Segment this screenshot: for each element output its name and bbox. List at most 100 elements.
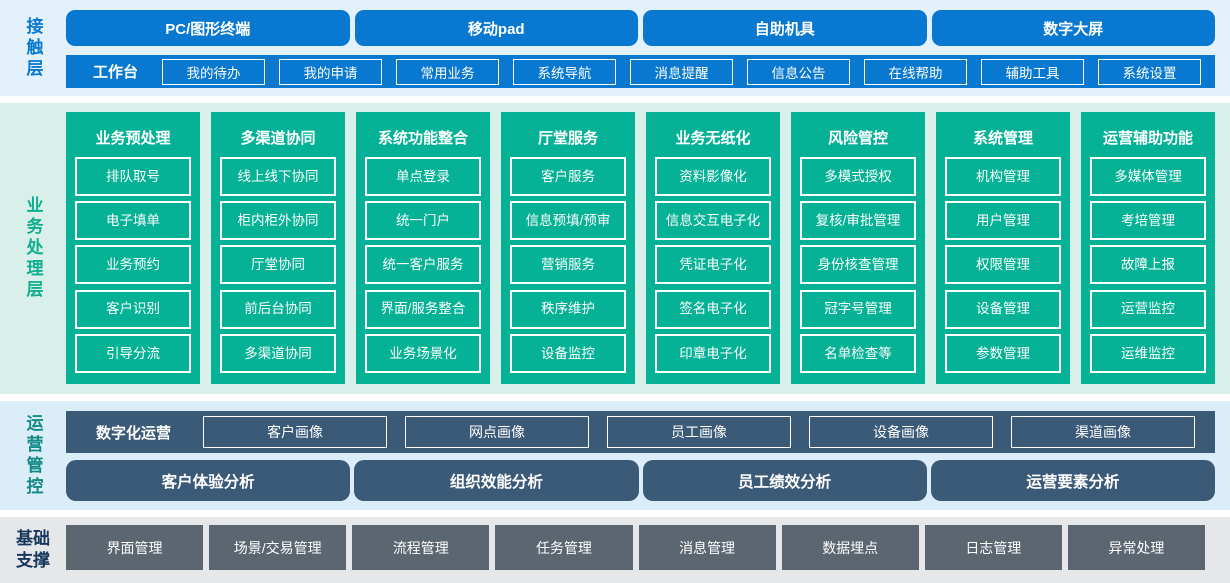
module-box: 印章电子化 (655, 333, 771, 373)
terminal-row: PC/图形终端 移动pad 自助机具 数字大屏 (66, 10, 1215, 46)
business-column-items: 线上线下协同柜内柜外协同厅堂协同前后台协同多渠道协同 (211, 150, 345, 384)
module-box: 营销服务 (510, 245, 626, 285)
business-column-title: 运营辅助功能 (1102, 130, 1193, 147)
foundation-box: 异常处理 (1067, 525, 1205, 570)
operations-layer-section: 运营管控 数字化运营 客户画像 网点画像 员工画像 设备画像 渠道画像 (0, 401, 1230, 510)
digital-operations-bar: 数字化运营 客户画像 网点画像 员工画像 设备画像 渠道画像 (66, 411, 1215, 453)
module-box: 多模式授权 (800, 157, 916, 197)
module-box: 设备监控 (510, 333, 626, 373)
module-box: 资料影像化 (655, 157, 771, 197)
module-box: 多媒体管理 (1090, 157, 1206, 197)
module-box: 秩序维护 (510, 289, 626, 329)
module-box: 柜内柜外协同 (220, 201, 336, 241)
portrait-box: 客户画像 (203, 416, 388, 448)
terminal-button: PC/图形终端 (66, 10, 350, 46)
module-box: 引导分流 (75, 333, 191, 373)
analysis-button: 员工绩效分析 (642, 460, 927, 501)
business-layer-section: 业务处理层 业务预处理 排队取号电子填单业务预约客户识别引导分流 多渠道协同 线… (0, 103, 1230, 394)
portrait-box: 渠道画像 (1011, 416, 1196, 448)
business-column-title: 多渠道协同 (240, 130, 316, 147)
module-box: 单点登录 (365, 157, 481, 197)
workbench-item: 在线帮助 (864, 58, 968, 85)
analysis-button: 运营要素分析 (930, 460, 1215, 501)
portrait-box: 设备画像 (809, 416, 994, 448)
business-column-paperless: 业务无纸化 资料影像化信息交互电子化凭证电子化签名电子化印章电子化 (646, 112, 780, 384)
module-box: 参数管理 (945, 333, 1061, 373)
business-column-items: 机构管理用户管理权限管理设备管理参数管理 (936, 150, 1070, 384)
business-column-hall-service: 厅堂服务 客户服务信息预填/预审营销服务秩序维护设备监控 (501, 112, 635, 384)
contact-layer-label: 接触层 (23, 16, 43, 80)
module-box: 厅堂协同 (220, 245, 336, 285)
portrait-box: 网点画像 (405, 416, 590, 448)
foundation-box: 任务管理 (495, 525, 633, 570)
business-column-items: 多媒体管理考培管理故障上报运营监控运维监控 (1081, 150, 1215, 384)
workbench-item: 系统设置 (1098, 58, 1202, 85)
module-box: 多渠道协同 (220, 333, 336, 373)
module-box: 业务场景化 (365, 333, 481, 373)
foundation-layer-label-zone: 基础支撑 (0, 517, 66, 583)
module-box: 冠字号管理 (800, 289, 916, 329)
workbench-bar: 工作台 我的待办 我的申请 常用业务 系统导航 消息提醒 信息公告 在线帮助 (66, 55, 1215, 88)
module-box: 排队取号 (75, 157, 191, 197)
business-column-integration: 系统功能整合 单点登录统一门户统一客户服务界面/服务整合业务场景化 (356, 112, 490, 384)
business-column-ops-aux: 运营辅助功能 多媒体管理考培管理故障上报运营监控运维监控 (1081, 112, 1215, 384)
foundation-layer-label: 基础支撑 (16, 528, 50, 570)
business-column-title: 厅堂服务 (537, 130, 598, 147)
foundation-items: 界面管理 场景/交易管理 流程管理 任务管理 消息管理 数据埋点 日志管理 异常… (66, 525, 1205, 570)
analysis-row: 客户体验分析 组织效能分析 员工绩效分析 运营要素分析 (66, 460, 1215, 501)
workbench-item: 系统导航 (513, 58, 617, 85)
business-columns: 业务预处理 排队取号电子填单业务预约客户识别引导分流 多渠道协同 线上线下协同柜… (66, 112, 1215, 384)
workbench-item: 常用业务 (396, 58, 500, 85)
analysis-button: 客户体验分析 (66, 460, 351, 501)
contact-layer-label-zone: 接触层 (0, 0, 66, 96)
module-box: 名单检查等 (800, 333, 916, 373)
business-column-title: 业务无纸化 (675, 130, 751, 147)
foundation-box: 消息管理 (638, 525, 776, 570)
business-column-title: 业务预处理 (95, 130, 171, 147)
business-layer-label: 业务处理层 (23, 196, 43, 301)
business-column-items: 资料影像化信息交互电子化凭证电子化签名电子化印章电子化 (646, 150, 780, 384)
foundation-box: 场景/交易管理 (209, 525, 347, 570)
contact-layer-section: 接触层 PC/图形终端 移动pad 自助机具 数字大屏 工作台 我的待办 我的申… (0, 0, 1230, 96)
module-box: 信息交互电子化 (655, 201, 771, 241)
workbench-item: 我的申请 (279, 58, 383, 85)
terminal-button: 移动pad (354, 10, 638, 46)
business-column-risk: 风险管控 多模式授权复核/审批管理身份核查管理冠字号管理名单检查等 (791, 112, 925, 384)
workbench-items: 我的待办 我的申请 常用业务 系统导航 消息提醒 信息公告 在线帮助 辅助工具 … (162, 58, 1202, 85)
workbench-item: 信息公告 (747, 58, 851, 85)
foundation-layer-section: 基础支撑 界面管理 场景/交易管理 流程管理 任务管理 消息管理 数据埋点 日志… (0, 517, 1230, 583)
module-box: 信息预填/预审 (510, 201, 626, 241)
business-column-title: 系统功能整合 (377, 130, 468, 147)
module-box: 统一客户服务 (365, 245, 481, 285)
module-box: 线上线下协同 (220, 157, 336, 197)
portrait-boxes: 客户画像 网点画像 员工画像 设备画像 渠道画像 (203, 416, 1196, 448)
workbench-item: 辅助工具 (981, 58, 1085, 85)
terminal-button: 自助机具 (643, 10, 927, 46)
module-box: 用户管理 (945, 201, 1061, 241)
module-box: 运营监控 (1090, 289, 1206, 329)
module-box: 机构管理 (945, 157, 1061, 197)
module-box: 客户识别 (75, 289, 191, 329)
business-column-items: 单点登录统一门户统一客户服务界面/服务整合业务场景化 (356, 150, 490, 384)
workbench-label: 工作台 (93, 64, 139, 81)
terminal-button: 数字大屏 (931, 10, 1215, 46)
business-column-title: 风险管控 (827, 130, 888, 147)
module-box: 设备管理 (945, 289, 1061, 329)
business-column-items: 客户服务信息预填/预审营销服务秩序维护设备监控 (501, 150, 635, 384)
operations-layer-label: 运营管控 (23, 413, 43, 498)
module-box: 权限管理 (945, 245, 1061, 285)
digital-operations-label: 数字化运营 (96, 424, 172, 442)
foundation-box: 日志管理 (924, 525, 1062, 570)
business-column-title: 系统管理 (972, 130, 1033, 147)
module-box: 客户服务 (510, 157, 626, 197)
business-column-items: 排队取号电子填单业务预约客户识别引导分流 (66, 150, 200, 384)
workbench-item: 消息提醒 (630, 58, 734, 85)
business-column-sysadmin: 系统管理 机构管理用户管理权限管理设备管理参数管理 (936, 112, 1070, 384)
module-box: 电子填单 (75, 201, 191, 241)
module-box: 界面/服务整合 (365, 289, 481, 329)
module-box: 凭证电子化 (655, 245, 771, 285)
foundation-box: 界面管理 (66, 525, 204, 570)
module-box: 统一门户 (365, 201, 481, 241)
module-box: 身份核查管理 (800, 245, 916, 285)
business-column-multichannel: 多渠道协同 线上线下协同柜内柜外协同厅堂协同前后台协同多渠道协同 (211, 112, 345, 384)
